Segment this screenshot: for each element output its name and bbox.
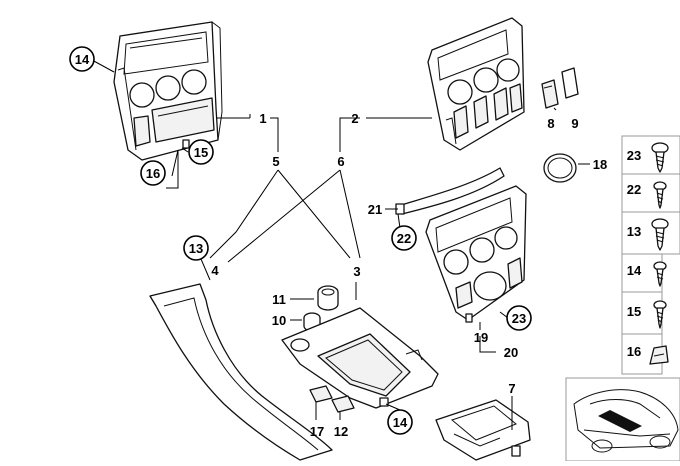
side-trim-part-4: [149, 283, 333, 461]
callout-circle-14-top: 14: [69, 46, 95, 72]
callout-6: 6: [337, 154, 344, 169]
callout-1: 1: [259, 111, 266, 126]
legend-item-23: 23: [621, 135, 680, 175]
screw-icon: [653, 181, 667, 209]
svg-text:23: 23: [512, 311, 526, 326]
switch-cover-part-9: [561, 67, 579, 99]
callout-7: 7: [508, 381, 515, 396]
callout-12: 12: [334, 424, 348, 439]
legend-item-15: 15: [621, 291, 667, 335]
screw-icon: [651, 142, 669, 173]
console-panel-part-19: [425, 185, 527, 323]
callout-19: 19: [474, 330, 488, 345]
car-location-icon: [573, 389, 679, 453]
console-panel-part-1: [113, 21, 223, 161]
callout-5: 5: [272, 154, 279, 169]
legend-item-22: 22: [621, 173, 680, 213]
console-panel-part-2: [427, 17, 525, 151]
leader-lines: [91, 59, 590, 430]
svg-text:16: 16: [146, 166, 160, 181]
svg-text:15: 15: [194, 145, 208, 160]
callout-4: 4: [211, 263, 219, 278]
callout-2: 2: [351, 111, 358, 126]
legend-item-13: 13: [621, 211, 680, 255]
fastener-legend: 23 22 13: [621, 135, 680, 375]
trim-ring-part-18: [543, 153, 577, 183]
callout-9: 9: [571, 116, 578, 131]
callout-3: 3: [353, 264, 360, 279]
trim-frame-part-7: [435, 399, 531, 461]
callout-circle-15: 15: [188, 139, 214, 165]
callout-18: 18: [593, 157, 607, 172]
callout-circle-16: 16: [140, 160, 166, 186]
svg-text:22: 22: [627, 182, 641, 197]
switch-part-12: [331, 395, 355, 413]
callout-circle-13: 13: [183, 235, 209, 261]
callout-8: 8: [547, 116, 554, 131]
legend-item-16: 16: [621, 333, 669, 375]
svg-text:16: 16: [627, 344, 641, 359]
svg-text:15: 15: [627, 304, 641, 319]
svg-text:14: 14: [393, 415, 408, 430]
switch-part-17: [309, 385, 333, 403]
svg-text:13: 13: [189, 241, 203, 256]
knob-part-11: [317, 285, 339, 311]
callout-circle-23: 23: [506, 305, 532, 331]
screw-icon: [651, 218, 669, 251]
switch-cover-part-8: [541, 79, 559, 109]
callout-20: 20: [504, 345, 518, 360]
clip-nut-icon: [649, 345, 669, 365]
screw-icon: [653, 261, 667, 287]
gear-console-base-part-20: [281, 307, 439, 409]
svg-text:22: 22: [397, 231, 411, 246]
svg-text:14: 14: [75, 52, 90, 67]
callout-21: 21: [368, 202, 382, 217]
callout-circle-14-bottom: 14: [387, 409, 413, 435]
car-location-thumbnail: [565, 377, 680, 462]
svg-text:13: 13: [627, 224, 641, 239]
callout-17: 17: [310, 424, 324, 439]
callout-circle-22: 22: [391, 225, 417, 251]
callout-10: 10: [272, 313, 286, 328]
screw-icon: [653, 300, 667, 329]
svg-text:23: 23: [627, 148, 641, 163]
svg-text:14: 14: [627, 263, 642, 278]
legend-item-14: 14: [621, 253, 667, 293]
callout-11: 11: [272, 292, 286, 307]
